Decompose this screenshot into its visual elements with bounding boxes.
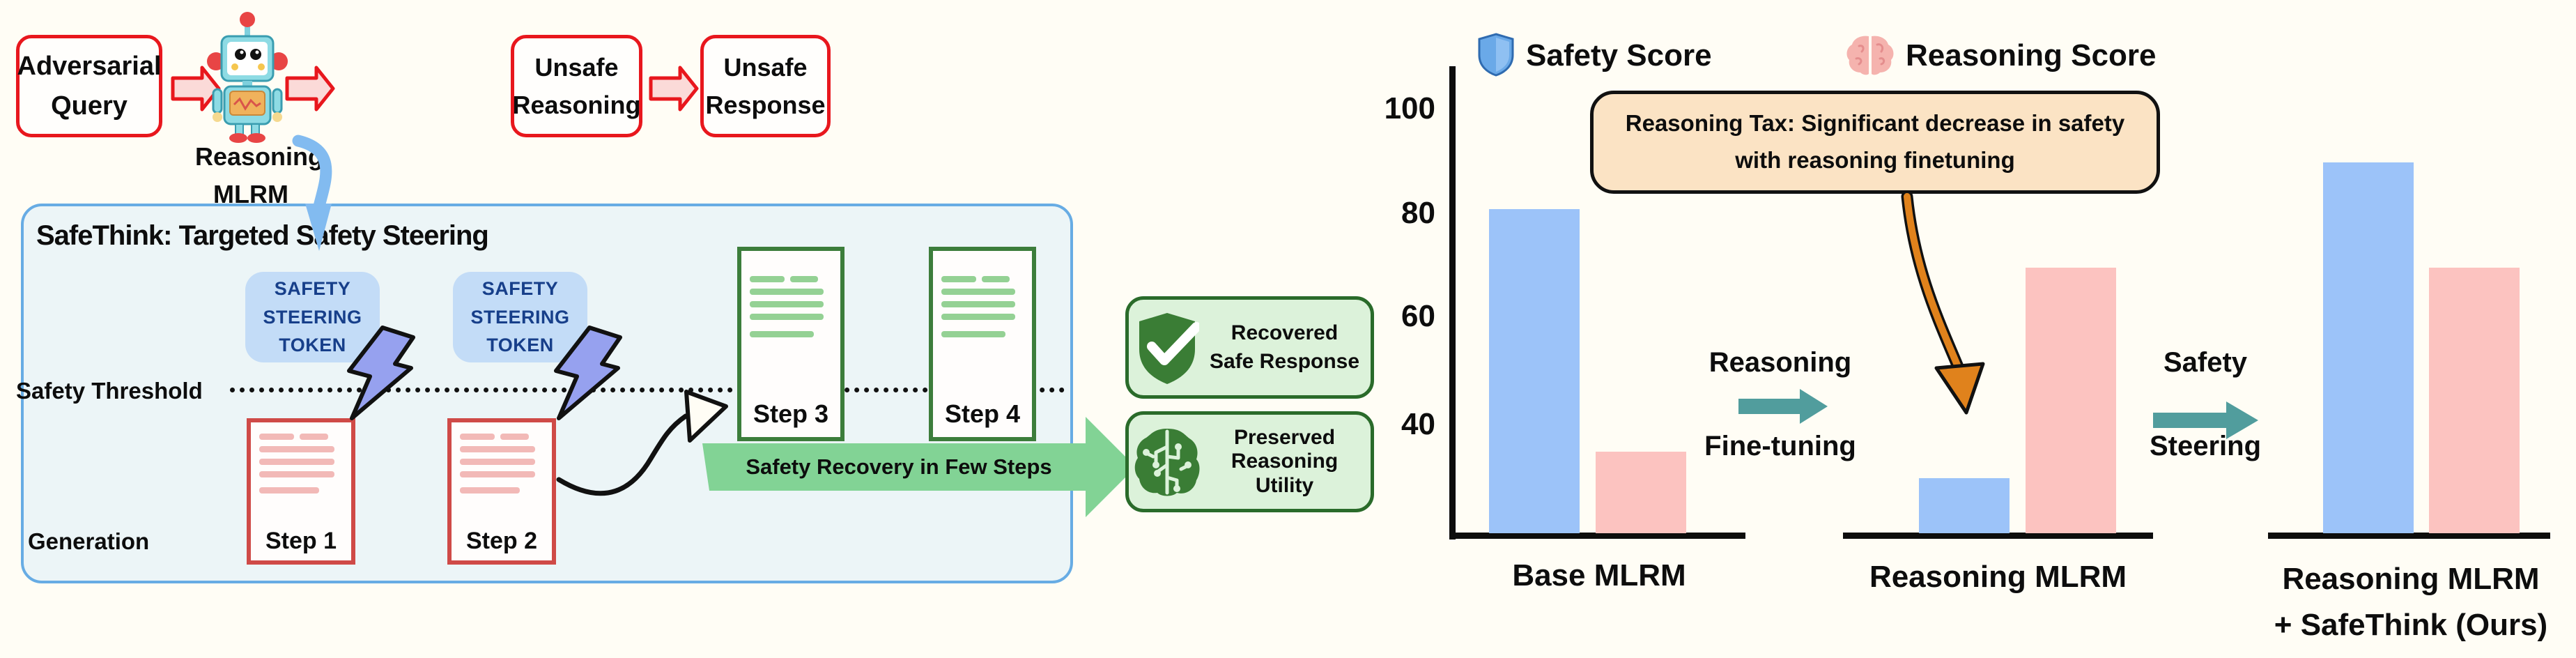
step4-label: Step 4 — [944, 399, 1021, 428]
preserved-line3: Utility — [1255, 473, 1314, 497]
annotation-bold: Reasoning Tax: — [1625, 110, 1796, 137]
token-line: STEERING — [263, 306, 362, 328]
preserved-reasoning-utility-text: Preserved Reasoning Utility — [1205, 426, 1371, 498]
token-line: SAFETY — [481, 278, 559, 300]
x-axis-safethink — [2268, 533, 2550, 539]
document-lines — [452, 422, 552, 500]
category-safethink: Reasoning MLRM + SafeThink (Ours) — [2247, 556, 2575, 648]
unsafe-reasoning-box: Unsafe Reasoning — [511, 35, 642, 137]
ytick-60: 60 — [1401, 299, 1435, 333]
bar-reasoning-reasoning-mlrm — [2026, 267, 2116, 533]
safety-steering-label-line2: Steering — [2149, 431, 2262, 461]
robot-icon — [207, 12, 288, 143]
preserved-line1: Preserved — [1233, 425, 1336, 449]
circuit-brain-icon — [1129, 426, 1205, 498]
category-safethink-line2: + SafeThink (Ours) — [2274, 608, 2548, 642]
bar-reasoning-base-mlrm — [1596, 451, 1686, 533]
legend-reasoning-score-label: Reasoning Score — [1906, 38, 2157, 72]
adversarial-query-line1: Adversarial — [17, 51, 162, 81]
token-line: TOKEN — [279, 335, 346, 356]
unsafe-reasoning-line2: Reasoning — [512, 90, 641, 119]
category-safethink-line1: Reasoning MLRM — [2282, 562, 2540, 596]
step1-label: Step 1 — [265, 528, 337, 554]
unsafe-response-line2: Response — [705, 90, 826, 119]
preserved-line2: Reasoning — [1231, 450, 1339, 473]
orange-annotation-arrow — [1901, 190, 1985, 415]
adversarial-query-line2: Query — [51, 91, 128, 121]
safety-threshold-line — [230, 388, 1065, 392]
bar-safety-safethink — [2323, 162, 2414, 533]
bar-safety-reasoning-mlrm — [1919, 477, 2010, 533]
recovered-safe-response-box: Recovered Safe Response — [1125, 296, 1374, 399]
step2-label: Step 2 — [465, 528, 538, 554]
reasoning-finetuning-label-line1: Reasoning — [1709, 347, 1852, 378]
unsafe-response-line1: Unsafe — [723, 52, 808, 82]
legend-safety-score-label: Safety Score — [1526, 38, 1712, 72]
unsafe-response-box: Unsafe Response — [700, 35, 831, 137]
step3-document: Step 3 — [737, 247, 844, 441]
category-reasoning-mlrm: Reasoning MLRM — [1869, 560, 2127, 594]
step1-document: Step 1 — [247, 418, 355, 565]
reasoning-mlrm-label: Reasoning MLRM — [195, 138, 324, 213]
unsafe-reasoning-line1: Unsafe — [534, 52, 619, 82]
step4-document: Step 4 — [929, 247, 1036, 441]
safety-threshold-label: Safety Threshold — [16, 378, 203, 404]
document-lines — [933, 251, 1032, 344]
reasoning-mlrm-line1: Reasoning — [195, 142, 324, 171]
preserved-reasoning-utility-box: Preserved Reasoning Utility — [1125, 411, 1374, 512]
category-base-mlrm: Base MLRM — [1512, 558, 1686, 592]
bar-reasoning-safethink — [2429, 267, 2520, 533]
legend-shield-icon — [1477, 32, 1515, 80]
x-axis-reasoning-mlrm — [1843, 533, 2153, 539]
legend-brain-icon — [1845, 33, 1895, 80]
adversarial-query-box: Adversarial Query — [16, 35, 162, 137]
step3-label: Step 3 — [753, 399, 829, 428]
ytick-80: 80 — [1401, 196, 1435, 230]
reasoning-tax-annotation: Reasoning Tax: Significant decrease in s… — [1590, 91, 2160, 194]
step2-document: Step 2 — [447, 418, 556, 565]
safety-recovery-label: Safety Recovery in Few Steps — [746, 454, 1052, 479]
token-line: STEERING — [470, 306, 570, 328]
reasoning-finetuning-label-line2: Fine-tuning — [1704, 431, 1856, 461]
recovered-safe-response-text: Recovered Safe Response — [1205, 319, 1371, 376]
safety-steering-token-badge-1: SAFETY STEERING TOKEN — [245, 272, 380, 362]
shield-check-icon — [1129, 310, 1205, 385]
safethink-title: SafeThink: Targeted Safety Steering — [36, 220, 489, 251]
safety-steering-token-badge-2: SAFETY STEERING TOKEN — [453, 272, 587, 362]
recovered-line2: Safe Response — [1209, 349, 1360, 373]
token-line: SAFETY — [274, 278, 351, 300]
bar-safety-base-mlrm — [1489, 209, 1580, 533]
document-lines — [251, 422, 351, 500]
document-lines — [741, 251, 840, 344]
generation-label: Generation — [28, 528, 150, 554]
chart-y-axis — [1449, 66, 1456, 540]
ytick-100: 100 — [1384, 91, 1435, 125]
recovered-line1: Recovered — [1231, 321, 1339, 344]
token-line: TOKEN — [486, 335, 554, 356]
safety-steering-label-line1: Safety — [2163, 347, 2248, 378]
reasoning-mlrm-line2: MLRM — [213, 180, 288, 208]
x-axis-base-mlrm — [1453, 533, 1745, 539]
ytick-40: 40 — [1401, 407, 1435, 441]
